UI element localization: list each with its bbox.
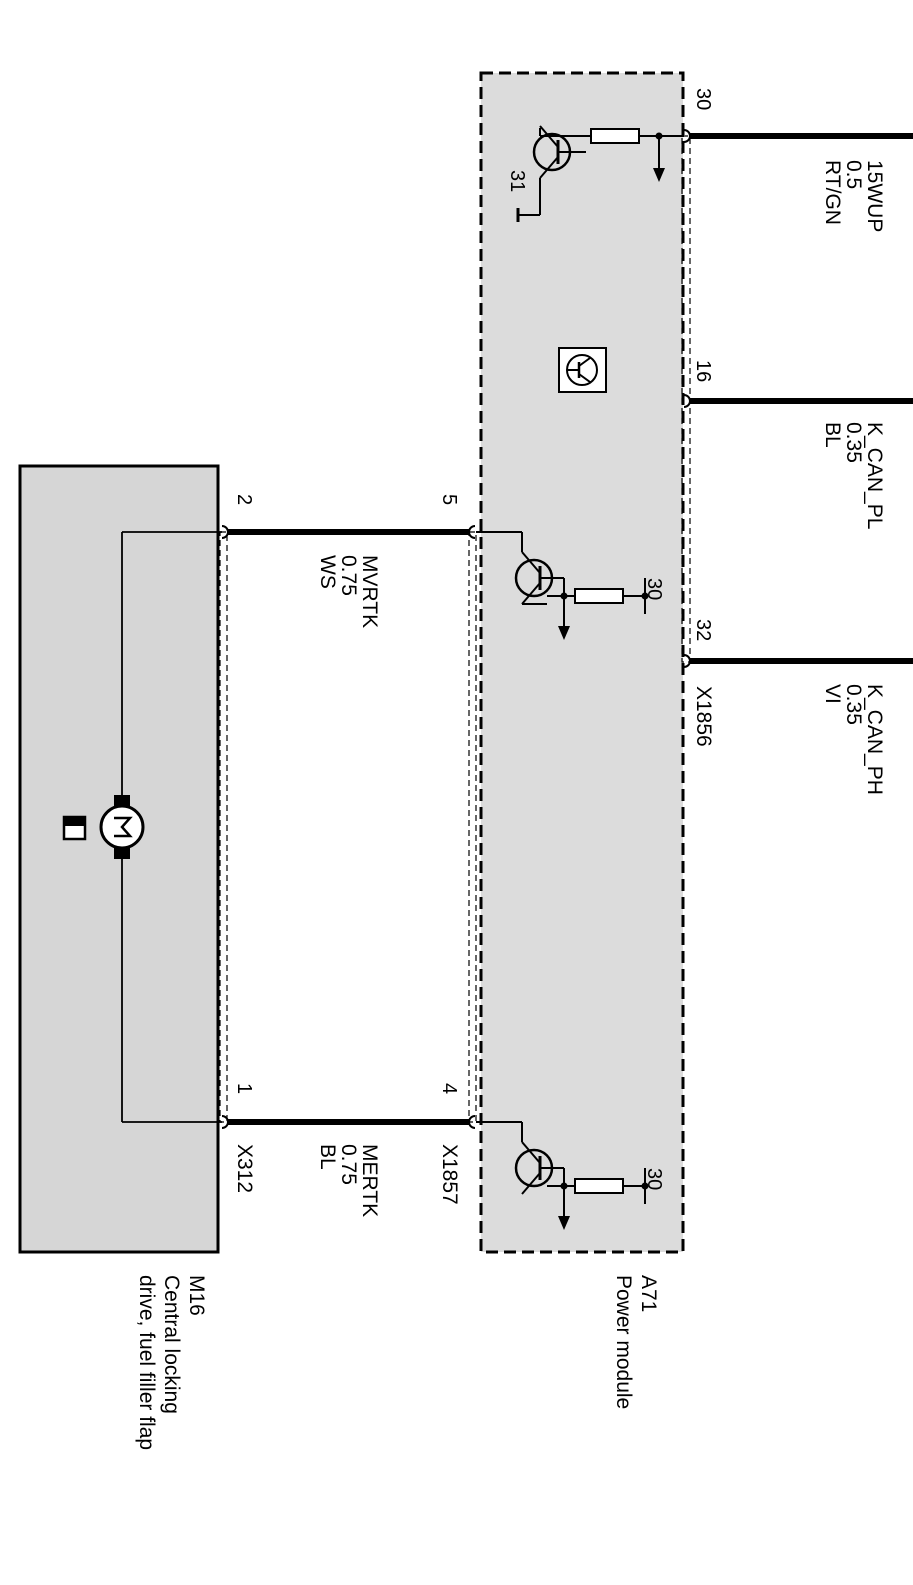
supply-30-label-mvrtk: 30 <box>643 578 665 600</box>
ground-pin-label: 31 <box>506 170 528 192</box>
wire-k-can-pl-color: BL <box>821 422 844 448</box>
actuator-id: M16 <box>185 1275 208 1316</box>
pin-2-label: 2 <box>233 494 255 505</box>
wire-mvrtk-size: 0.75 <box>337 555 360 596</box>
connector-x1857-label: X1857 <box>438 1144 461 1205</box>
wire-mvrtk-signal: MVRTK <box>358 555 381 628</box>
pin-16-label: 16 <box>692 360 714 382</box>
wire-15wup-color: RT/GN <box>821 160 844 225</box>
flap-symbol-icon <box>62 815 87 841</box>
connector-x312-label: X312 <box>233 1144 256 1193</box>
wire-k-can-pl-size: 0.35 <box>842 422 865 463</box>
wire-k-can-ph-signal: K_CAN_PH <box>863 684 886 795</box>
pin-1-label: 1 <box>233 1083 255 1094</box>
wire-mvrtk-color: WS <box>316 555 339 589</box>
wire-mertk-color: BL <box>316 1144 339 1170</box>
connector-x312-outline <box>219 531 228 1123</box>
pin-32-label: 32 <box>692 619 714 641</box>
wire-15wup-size: 0.5 <box>842 160 865 189</box>
connector-x1856-label: X1856 <box>692 686 715 747</box>
wire-mertk-size: 0.75 <box>337 1144 360 1185</box>
actuator-name-line1: Central locking <box>160 1275 183 1414</box>
power-module-id: A71 <box>637 1275 660 1312</box>
pin-4-label: 4 <box>438 1083 460 1094</box>
motor-icon <box>99 795 145 859</box>
pin-markers <box>221 129 691 1129</box>
power-module-name: Power module <box>612 1275 635 1409</box>
wire-k-can-ph-color: VI <box>821 684 844 704</box>
wire-15wup-signal: 15WUP <box>863 160 886 232</box>
connector-x1857-outline <box>468 531 477 1123</box>
power-module-box <box>479 71 685 1254</box>
wire-k-can-pl-signal: K_CAN_PL <box>863 422 886 529</box>
wire-mertk-signal: MERTK <box>358 1144 381 1217</box>
pin-5-label: 5 <box>438 494 460 505</box>
wire-k-can-ph-size: 0.35 <box>842 684 865 725</box>
supply-30-label-mertk: 30 <box>643 1168 665 1190</box>
pin-30-label: 30 <box>692 88 714 110</box>
transistor-module-icon <box>558 347 607 393</box>
output-transistor-mertk <box>476 1121 649 1230</box>
actuator-name-line2: drive, fuel filler flap <box>135 1275 158 1450</box>
output-transistor-mvrtk <box>476 531 649 640</box>
input-transistor-circuit <box>516 124 684 222</box>
